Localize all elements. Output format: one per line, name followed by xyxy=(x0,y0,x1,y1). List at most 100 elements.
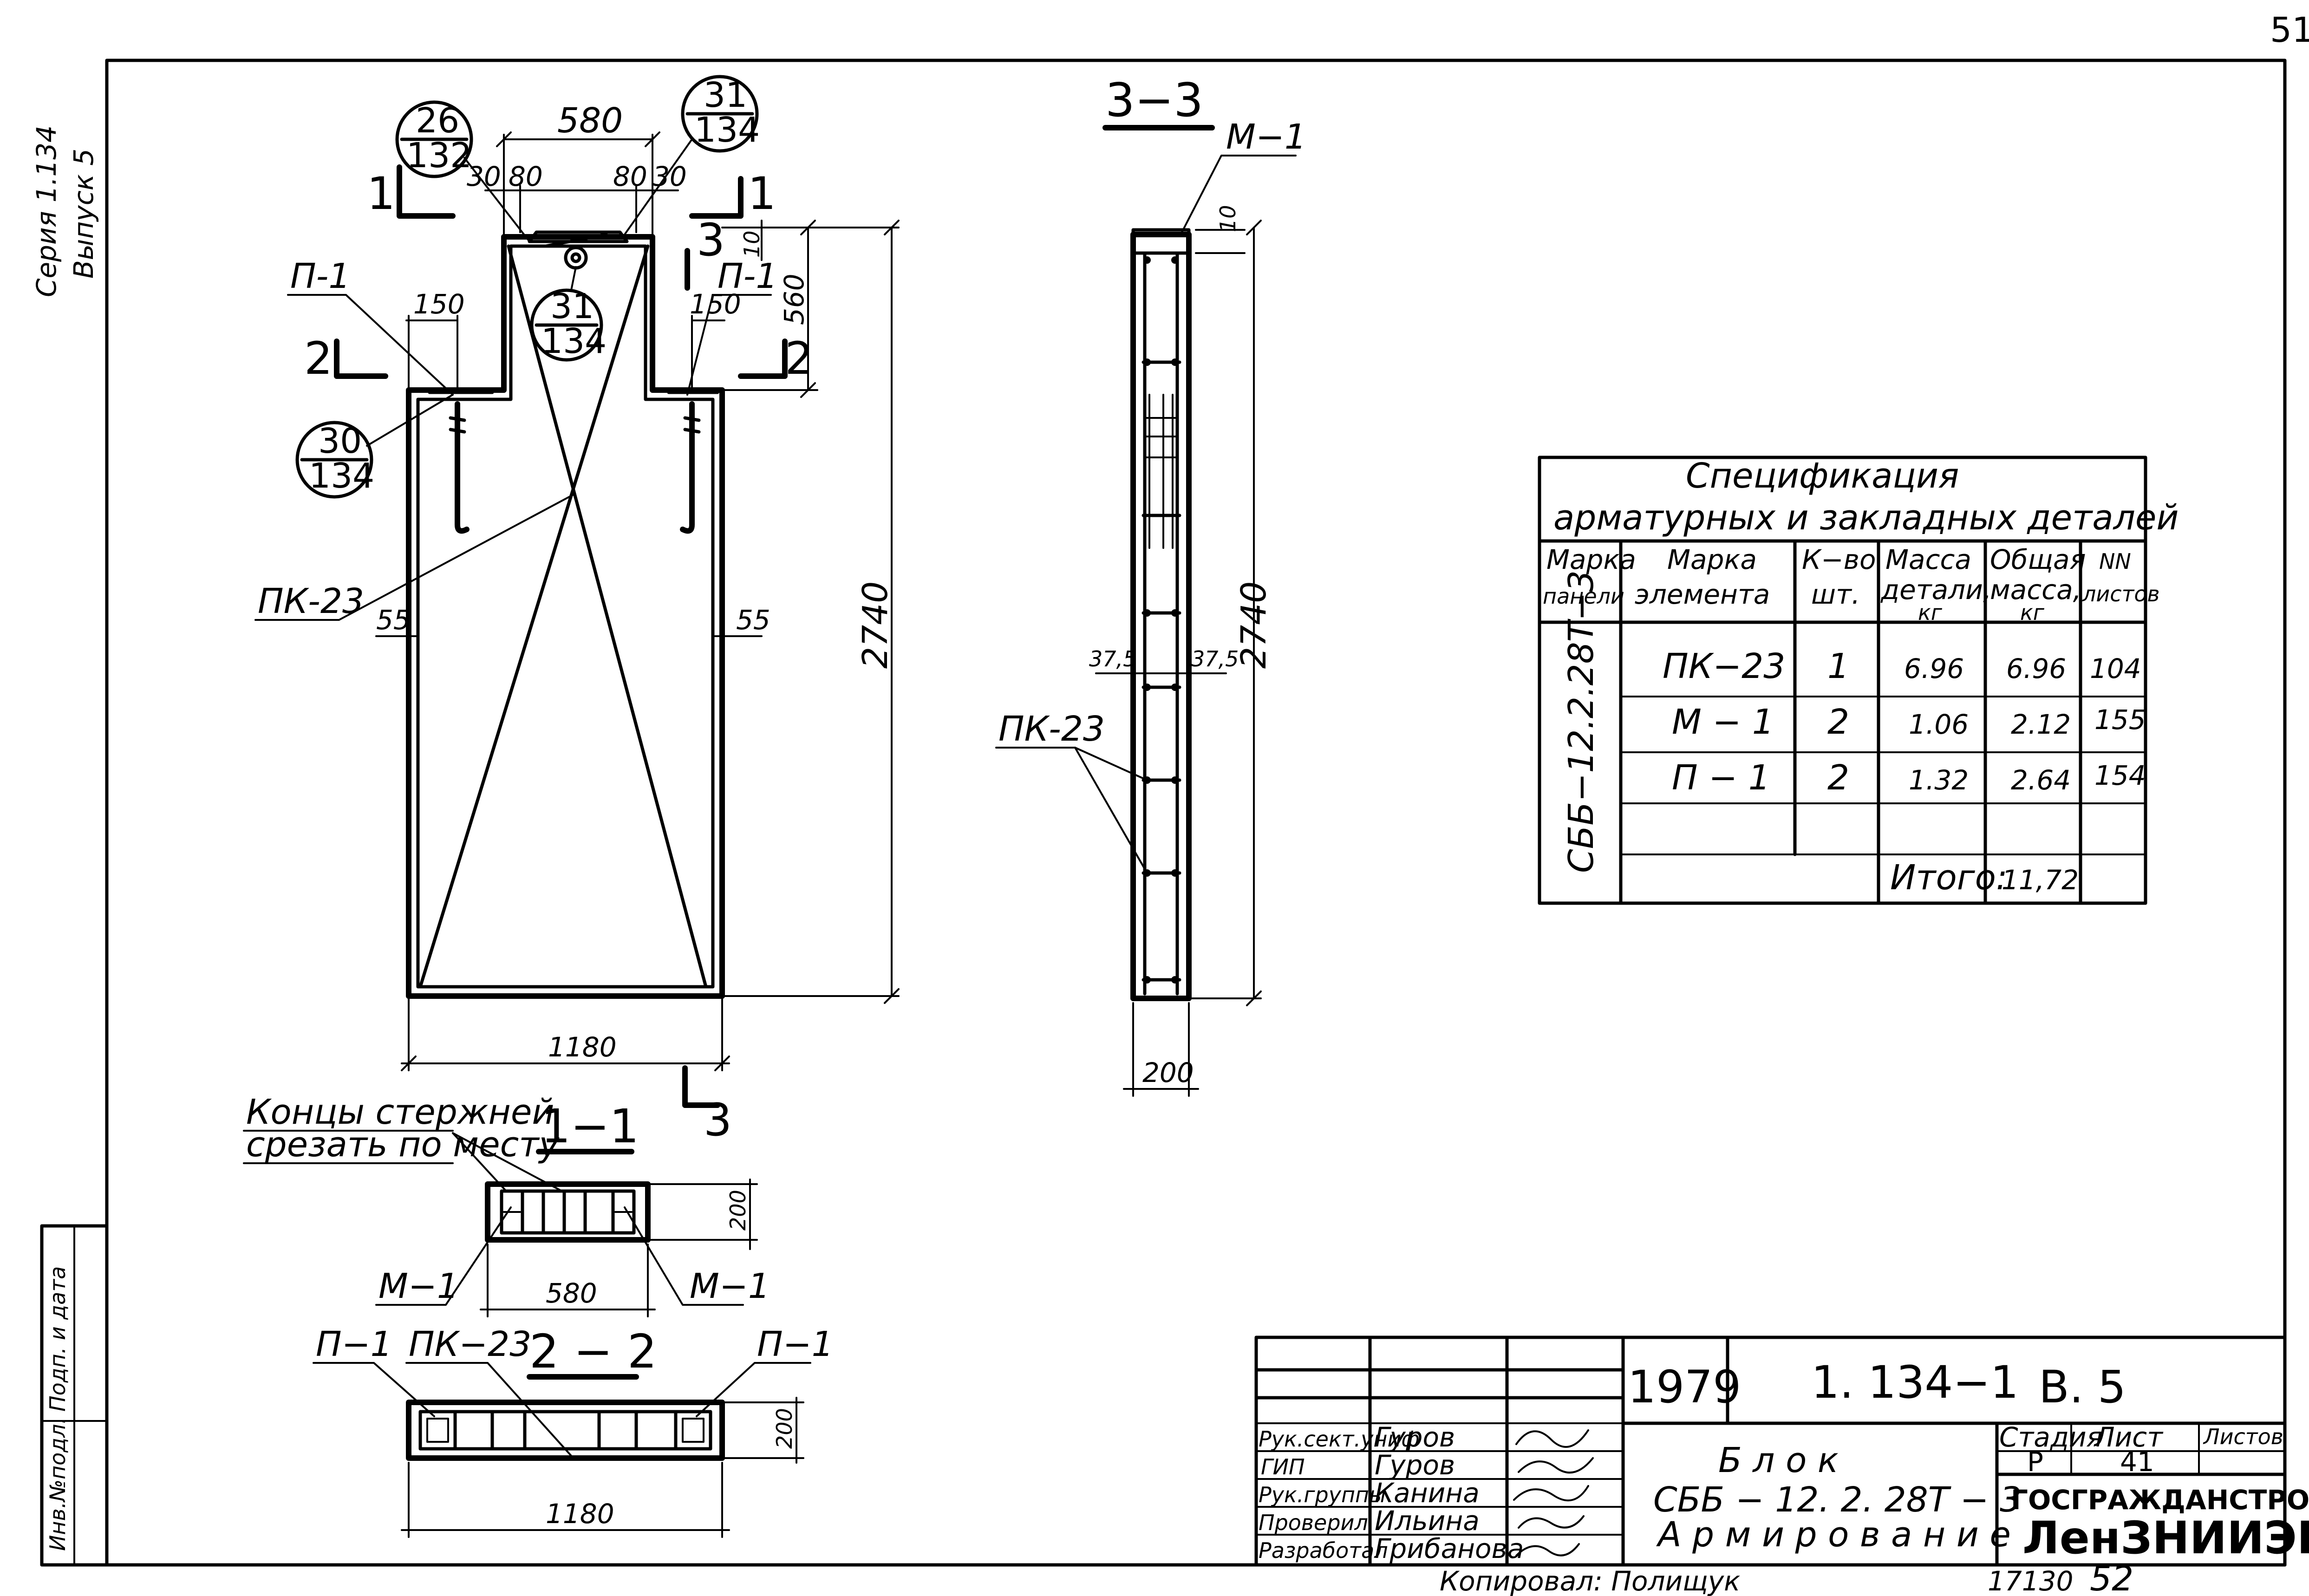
svg-text:31: 31 xyxy=(704,75,747,115)
page-number: 51 xyxy=(2270,10,2309,50)
section-1-1-note-1: Концы стержней xyxy=(246,1092,554,1132)
role-1: ГИП xyxy=(1261,1454,1305,1479)
spec-title-2: арматурных и закладных деталей xyxy=(1553,498,2179,538)
callout-31-134-top: 31 134 xyxy=(624,75,760,235)
spec-row-2-total: 2.64 xyxy=(2011,764,2071,796)
embedded-plate-top xyxy=(528,230,629,243)
margin-issue: Выпуск 5 xyxy=(68,149,99,279)
spec-header-0-0: Марка xyxy=(1546,544,1636,575)
dim-55-right: 55 xyxy=(736,604,770,636)
cut-mark-3-bottom: 3 xyxy=(682,1065,732,1146)
svg-text:132: 132 xyxy=(406,136,472,176)
org-2: ЛенЗНИИЭП xyxy=(2022,1512,2309,1564)
dim-80-right: 80 xyxy=(613,161,647,192)
section-1-1-m1-right: М−1 xyxy=(690,1266,770,1306)
spec-row-0-total: 6.96 xyxy=(2006,653,2066,684)
name-3: Ильина xyxy=(1375,1505,1480,1537)
stage-value: Р xyxy=(2027,1446,2043,1478)
sheet-label: Лист xyxy=(2094,1421,2164,1453)
section-1-1: Концы стержней срезать по месту 1−1 200 … xyxy=(243,1092,770,1317)
spec-row-1-element: М − 1 xyxy=(1672,702,1774,742)
margin-sign-box: Подп. и дата Инв.№подл. xyxy=(40,1224,109,1567)
footer-copied-by: Копировал: Полищук xyxy=(1440,1565,1740,1596)
title-block: 1979 1. 134−1 В. 5 Рук.сект.униф ГИП Рук… xyxy=(1254,1335,2309,1567)
spec-header-2-0: К−во xyxy=(1802,544,1876,575)
section-2-2-dim-200: 200 xyxy=(772,1408,797,1449)
spec-table: Спецификация арматурных и закладных дета… xyxy=(1538,456,2179,905)
callout-31-134-mid: 31 134 xyxy=(530,266,607,362)
role-2: Рук.группы xyxy=(1259,1482,1386,1507)
name-0: Гуров xyxy=(1375,1421,1455,1453)
sheet-value: 41 xyxy=(2120,1446,2154,1478)
label-p1-left: П-1 xyxy=(290,256,350,296)
section-2-2-p1-left: П−1 xyxy=(316,1324,392,1364)
section-3-3-dim-375-right: 37,5 xyxy=(1191,646,1239,671)
role-4: Разработал xyxy=(1259,1538,1388,1563)
role-3: Проверил xyxy=(1259,1510,1368,1535)
section-3-3-dim-2740: 2740 xyxy=(1234,581,1274,669)
spec-panel: СББ−12.2.28Т−3 xyxy=(1561,570,1601,873)
dim-150-right: 150 xyxy=(690,288,741,320)
footer-format: 52 xyxy=(2090,1559,2133,1596)
title-code: 1. 134−1 xyxy=(1811,1356,2019,1408)
svg-text:26: 26 xyxy=(416,101,459,141)
margin-series: Серия 1.134 xyxy=(31,125,62,297)
dim-top-580: 580 xyxy=(557,101,623,141)
main-view: 580 30 80 80 30 26 132 31 134 31 134 xyxy=(254,75,900,1146)
section-1-1-title: 1−1 xyxy=(541,1099,639,1153)
name-4: Грибанова xyxy=(1375,1533,1524,1564)
spec-row-0-element: ПК−23 xyxy=(1663,646,1785,686)
spec-row-2-element: П − 1 xyxy=(1672,758,1770,798)
org-1: ГОСГРАЖДАНСТРОЙ xyxy=(2011,1484,2309,1516)
section-2-2-title: 2 − 2 xyxy=(529,1324,657,1379)
footer-number: 17130 xyxy=(1988,1565,2074,1596)
section-3-3-dim-375-left: 37,5 xyxy=(1089,646,1136,671)
label-pk23-main: ПК-23 xyxy=(258,581,364,621)
svg-text:1: 1 xyxy=(748,168,776,220)
spec-row-1-total: 2.12 xyxy=(2011,709,2071,740)
svg-text:134: 134 xyxy=(541,321,607,361)
section-3-3-title: 3−3 xyxy=(1105,73,1203,127)
anchor-left xyxy=(455,401,470,534)
cut-mark-1-left: 1 xyxy=(367,164,456,220)
cut-mark-2-right: 2 xyxy=(738,332,813,384)
spec-row-1-sheet: 155 xyxy=(2094,704,2146,736)
spec-header-5-0: NN xyxy=(2099,549,2131,574)
spec-row-1-mass: 1.06 xyxy=(1909,709,1969,740)
dim-1180-main: 1180 xyxy=(548,1031,617,1063)
title-line-2: СББ − 12. 2. 28Т − 3 xyxy=(1653,1480,2022,1520)
spec-header-1-0: Марка xyxy=(1667,544,1757,575)
svg-text:3: 3 xyxy=(704,1094,732,1146)
spec-header-4-0: Общая xyxy=(1990,544,2086,575)
margin-sign-date: Подп. и дата xyxy=(45,1266,70,1412)
inner-frame-pk23 xyxy=(416,244,715,989)
callout-26-132: 26 132 xyxy=(395,100,530,242)
dim-2740-main: 2740 xyxy=(855,581,895,669)
spec-title-1: Спецификация xyxy=(1686,456,1959,496)
section-3-3-stirrups xyxy=(1141,256,1181,984)
title-line-1: Б л о к xyxy=(1718,1440,1839,1480)
svg-text:1: 1 xyxy=(367,168,395,220)
dim-80-left: 80 xyxy=(509,161,543,192)
section-3-3-dim-200: 200 xyxy=(1142,1057,1194,1088)
callout-30-134: 30 134 xyxy=(295,394,454,499)
section-2-2-p1-right: П−1 xyxy=(757,1324,834,1364)
svg-text:134: 134 xyxy=(694,110,760,150)
title-year: 1979 xyxy=(1628,1361,1741,1413)
anchor-right xyxy=(680,401,695,534)
svg-text:134: 134 xyxy=(309,456,374,496)
svg-text:3: 3 xyxy=(697,214,725,266)
section-2-2-dim-1180: 1180 xyxy=(546,1498,614,1530)
svg-text:31: 31 xyxy=(550,287,594,326)
spec-row-0-mass: 6.96 xyxy=(1904,653,1964,684)
section-1-1-m1-left: М−1 xyxy=(378,1266,459,1306)
stage-label: Стадия xyxy=(1999,1421,2103,1453)
section-1-1-dim-200: 200 xyxy=(725,1190,750,1231)
section-2-2: 2 − 2 П−1 ПК−23 П−1 200 1180 xyxy=(313,1324,834,1538)
drawing-frame xyxy=(105,59,2287,1567)
section-3-3: 3−3 М−1 10 2740 37,5 xyxy=(995,73,1306,1097)
dim-55-left: 55 xyxy=(376,604,411,636)
spec-row-2-qty: 2 xyxy=(1827,758,1849,798)
title-issue: В. 5 xyxy=(2039,1361,2126,1413)
